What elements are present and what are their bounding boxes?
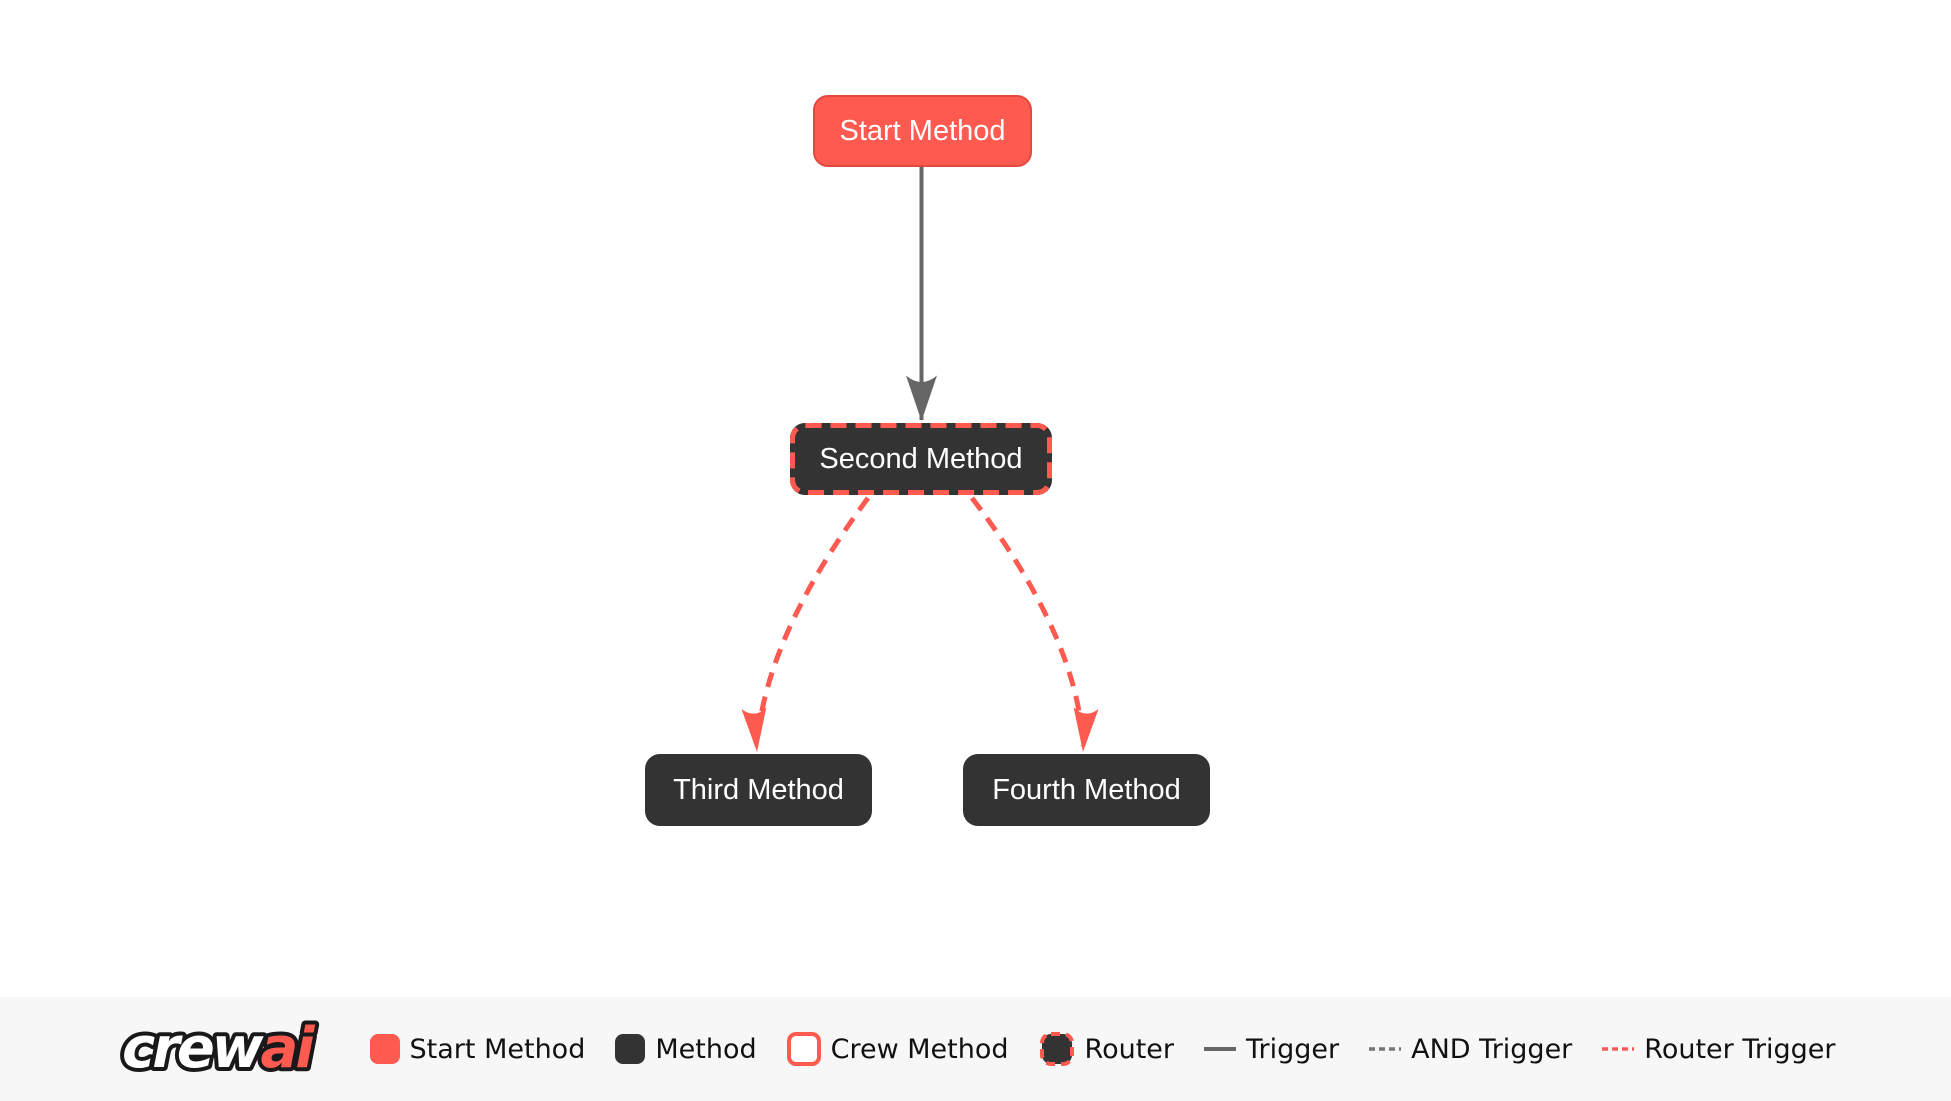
crew-node-swatch	[786, 1032, 821, 1066]
logo-crew: crew	[122, 1016, 264, 1081]
legend-label: Router Trigger	[1644, 1033, 1836, 1065]
router-trigger-line-swatch	[1602, 1047, 1635, 1051]
legend-label: Start Method	[409, 1033, 586, 1065]
logo-ai: ai	[260, 1016, 315, 1081]
legend-item-router: Router	[1039, 1031, 1174, 1067]
legend-item-method: Method	[615, 1033, 757, 1065]
edge-router-trigger-right	[970, 496, 1099, 752]
node-fourth-method[interactable]: Fourth Method	[963, 754, 1210, 826]
node-label: Fourth Method	[992, 773, 1181, 806]
arrowhead-red	[1073, 707, 1099, 752]
start-node-swatch	[369, 1034, 400, 1064]
legend-item-crew-method: Crew Method	[786, 1032, 1009, 1066]
legend-item-trigger: Trigger	[1204, 1034, 1339, 1065]
node-label: Start Method	[839, 114, 1006, 147]
legend-label: Method	[655, 1033, 757, 1065]
arrowhead-gray	[906, 375, 937, 421]
and-trigger-line-swatch	[1369, 1047, 1402, 1051]
method-node-swatch	[615, 1034, 646, 1064]
node-third-method[interactable]: Third Method	[645, 754, 872, 826]
router-dashed-border	[790, 423, 1052, 495]
node-label: Second Method	[819, 442, 1023, 475]
flow-canvas[interactable]: Start Method Second Method Third Method …	[0, 0, 1951, 997]
node-label: Third Method	[673, 773, 844, 806]
edge-trigger	[906, 167, 937, 421]
router-node-swatch	[1039, 1032, 1074, 1066]
legend-label: Router	[1084, 1033, 1174, 1065]
legend-bar: crewai Start Method Method Crew Method R…	[0, 997, 1951, 1101]
legend-label: Crew Method	[830, 1033, 1009, 1065]
crewai-logo: crewai	[118, 1013, 322, 1085]
legend-item-and-trigger: AND Trigger	[1369, 1034, 1572, 1065]
legend-item-start-method: Start Method	[369, 1033, 586, 1065]
arrowhead-red	[741, 707, 767, 752]
trigger-line-swatch	[1204, 1047, 1236, 1051]
node-start-method[interactable]: Start Method	[813, 95, 1032, 167]
svg-text:crewai: crewai	[122, 1016, 315, 1081]
node-second-method-router[interactable]: Second Method	[790, 423, 1052, 495]
legend-label: AND Trigger	[1411, 1033, 1573, 1065]
legend-item-router-trigger: Router Trigger	[1602, 1034, 1835, 1065]
edge-router-trigger-left	[741, 496, 871, 752]
legend-label: Trigger	[1246, 1033, 1340, 1065]
